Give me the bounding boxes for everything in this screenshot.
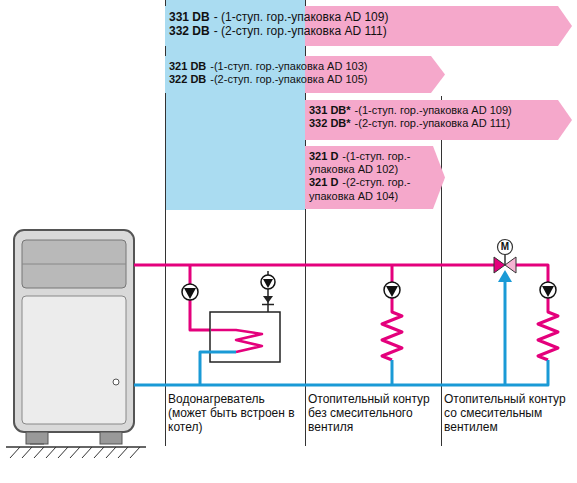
band-line: 321 DB -(1-ступ. гор.-упаковка AD 103) xyxy=(169,60,426,73)
column-caption: Водонагреватель (может быть встроен в ко… xyxy=(168,392,302,434)
band-line: 331 DB* -(1-ступ. гор.-упаковка AD 109) xyxy=(309,104,553,117)
model-code: 332 DB xyxy=(169,24,210,38)
model-code: 321 DB xyxy=(169,60,206,72)
model-code: 331 DB* xyxy=(309,104,351,116)
band-text-block: 331 DB*-(1-ступ. гор.-упаковка AD 109)33… xyxy=(305,100,572,134)
model-code: 321 D xyxy=(309,150,338,162)
model-code: 321 D xyxy=(309,176,338,188)
water-heater-tank xyxy=(200,271,280,385)
band-text-block: 321 D-(1-ступ. гор.-упаковка AD 102)321 … xyxy=(305,146,445,207)
model-code: 332 DB* xyxy=(309,117,351,129)
return-pipe xyxy=(134,281,548,385)
model-description: -(2-ступ. гор.-упаковка AD 105) xyxy=(210,73,367,85)
motor-label: M xyxy=(498,240,512,254)
band-text-block: 321 DB-(1-ступ. гор.-упаковка AD 103)322… xyxy=(165,56,445,90)
band-line: 322 DB -(2-ступ. гор.-упаковка AD 105) xyxy=(169,73,426,86)
pump-symbol xyxy=(182,275,556,300)
model-code: 331 DB xyxy=(169,10,210,24)
ground-hatch xyxy=(6,447,146,458)
supply-pipe xyxy=(134,265,558,360)
model-band: 321 D-(1-ступ. гор.-упаковка AD 102)321 … xyxy=(305,146,445,209)
band-line: 331 DB - (1-ступ. гор.-упаковка AD 109) xyxy=(169,10,553,24)
band-line: 332 DB* -(2-ступ. гор.-упаковка AD 111) xyxy=(309,117,553,130)
band-line: 321 D-(1-ступ. гор.-упаковка AD 102) xyxy=(309,150,428,176)
model-band: 331 DB- (1-ступ. гор.-упаковка AD 109)33… xyxy=(165,6,572,46)
band-text-block: 331 DB- (1-ступ. гор.-упаковка AD 109)33… xyxy=(165,6,572,43)
boiler xyxy=(14,230,134,444)
band-line: 321 D-(2-ступ. гор.-упаковка AD 104) xyxy=(309,176,428,202)
model-band: 321 DB-(1-ступ. гор.-упаковка AD 103)322… xyxy=(165,56,445,93)
model-description: - (2-ступ. гор.-упаковка AD 111) xyxy=(214,24,387,38)
model-description: -(2-ступ. гор.-упаковка AD 111) xyxy=(355,117,510,129)
model-description: -(1-ступ. гор.-упаковка AD 103) xyxy=(210,60,367,72)
model-description: - (1-ступ. гор.-упаковка AD 109) xyxy=(214,10,389,24)
column-caption: Отопительный контур без смесительного ве… xyxy=(308,392,438,434)
model-code: 322 DB xyxy=(169,73,206,85)
model-band: 331 DB*-(1-ступ. гор.-упаковка AD 109)33… xyxy=(305,100,572,140)
bypass-arrow xyxy=(498,270,512,282)
column-caption: Отопительный контур со смесительным вент… xyxy=(444,392,572,434)
band-line: 332 DB - (2-ступ. гор.-упаковка AD 111) xyxy=(169,24,553,38)
mixing-valve xyxy=(494,240,516,274)
model-description: -(1-ступ. гор.-упаковка AD 109) xyxy=(355,104,512,116)
